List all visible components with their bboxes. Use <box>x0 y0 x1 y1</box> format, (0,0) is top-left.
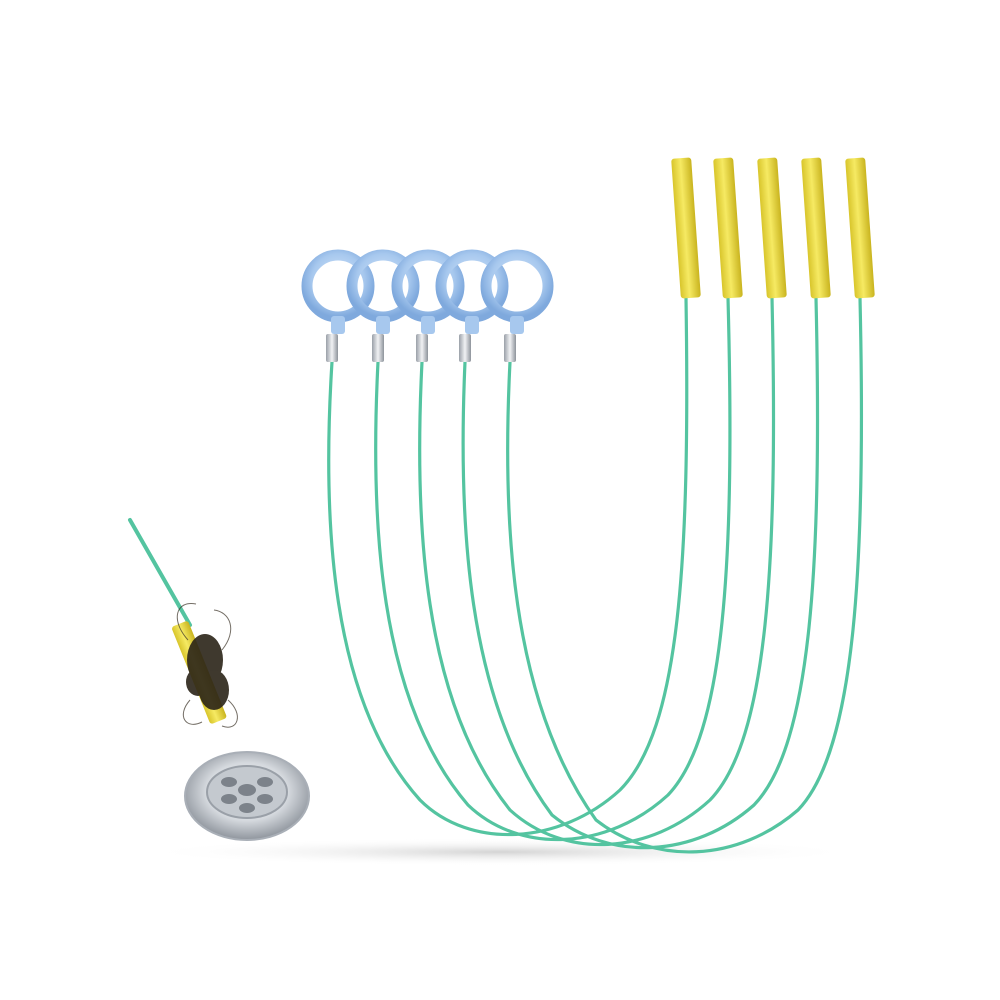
ferrules <box>326 334 516 362</box>
ring-handle-icon <box>435 249 509 334</box>
wire-5 <box>506 296 864 854</box>
barbed-brush-tip-icon <box>671 157 701 299</box>
wire-group <box>327 296 864 854</box>
floor-shadow <box>140 838 860 866</box>
ring-handles <box>301 249 554 334</box>
ferrule-1 <box>326 334 338 362</box>
wire-3 <box>418 296 776 847</box>
ring-handle-icon <box>346 249 420 334</box>
ring-handle-icon <box>391 249 465 334</box>
barbed-brush-tip-icon <box>757 157 787 299</box>
ferrule-2 <box>372 334 384 362</box>
ferrule-4 <box>459 334 471 362</box>
barbed-brush-tip-icon <box>845 157 875 299</box>
wire-4 <box>461 296 820 850</box>
ring-handle-icon <box>301 249 375 334</box>
hair-clump <box>186 634 229 710</box>
inset-demo <box>128 518 310 841</box>
ferrule-3 <box>416 334 428 362</box>
ferrule-5 <box>504 334 516 362</box>
hair-strands <box>176 603 238 728</box>
demo-wire <box>128 518 192 627</box>
ring-handle-icon <box>480 249 554 334</box>
barbed-brush-tip-icon <box>713 157 743 299</box>
barbed-brush-tip-icon <box>801 157 831 299</box>
wire-2 <box>374 296 732 842</box>
brush-tips <box>671 157 875 299</box>
sink-drain-icon <box>184 751 310 841</box>
